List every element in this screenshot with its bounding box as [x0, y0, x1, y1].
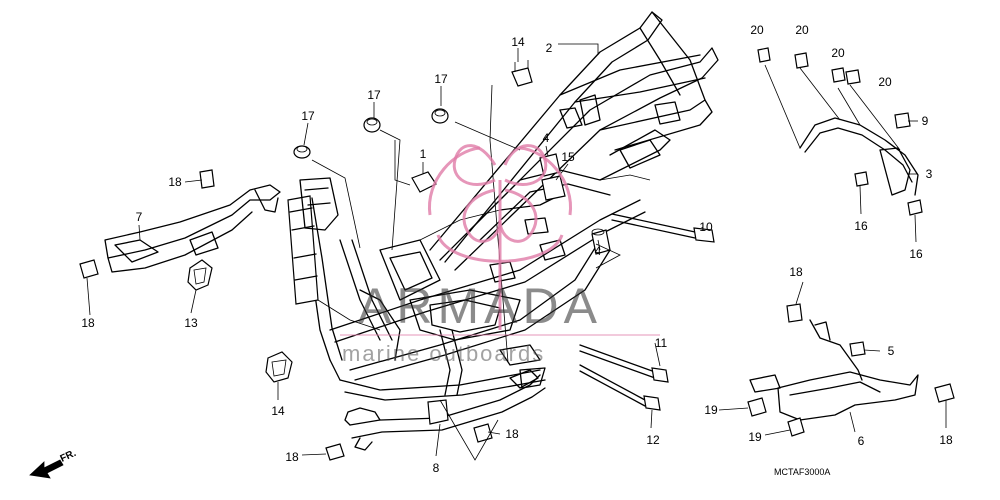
nut-parts-9-16	[854, 112, 923, 216]
collar-parts-4-15	[539, 153, 611, 255]
callout-label: 20	[831, 46, 845, 60]
callout-labels: 1234456789101112131414151616171717181818…	[81, 23, 953, 475]
callout-label: 18	[168, 175, 182, 189]
callout-label: 16	[854, 219, 868, 233]
callout-label: 13	[184, 316, 198, 330]
watermark: ARMADA marine outboards	[340, 144, 660, 366]
frame-body	[287, 11, 719, 401]
callout-label: 19	[748, 430, 762, 444]
callout-label: 6	[858, 434, 865, 448]
callout-label: 4	[595, 244, 602, 258]
callout-label: 10	[699, 220, 713, 234]
callout-label: 8	[433, 461, 440, 475]
callout-label: 5	[888, 344, 895, 358]
bolt-part-10	[611, 213, 715, 243]
bracket-part-7	[104, 184, 281, 273]
callout-label: 17	[367, 88, 381, 102]
callout-label: 15	[561, 150, 575, 164]
callout-label: 18	[285, 450, 299, 464]
callout-label: 9	[922, 114, 929, 128]
bracket-part-13	[187, 259, 213, 291]
callout-label: 20	[878, 75, 892, 89]
callout-label: 18	[505, 427, 519, 441]
callout-label: 18	[81, 316, 95, 330]
watermark-brand: ARMADA	[358, 278, 602, 334]
watermark-tagline: marine outboards	[342, 341, 545, 366]
callout-label: 16	[909, 247, 923, 261]
callout-label: 20	[795, 23, 809, 37]
fasteners-right	[747, 303, 955, 437]
callout-label: 4	[543, 131, 550, 145]
clamp-part-14-top	[511, 60, 533, 87]
front-marker: FR.	[29, 448, 78, 479]
callout-label: 11	[655, 336, 668, 350]
rubber-parts-17	[293, 108, 449, 159]
callout-label: 1	[420, 147, 427, 161]
callout-label: 14	[271, 404, 285, 418]
front-arrow-icon	[29, 459, 64, 479]
callout-label: 12	[646, 433, 660, 447]
bolt-parts-11-12	[579, 344, 669, 411]
leader-lines	[86, 43, 947, 461]
callout-label: 3	[926, 167, 933, 181]
stand-part-8	[344, 369, 546, 451]
callout-label: 7	[136, 210, 143, 224]
callout-label: 14	[511, 35, 525, 49]
callout-label: 2	[546, 41, 553, 55]
front-label: FR.	[59, 448, 78, 465]
callout-label: 17	[301, 109, 315, 123]
stay-part-3	[764, 64, 919, 196]
callout-label: 18	[789, 265, 803, 279]
bracket-part-14-lower	[265, 351, 293, 383]
callout-label: 20	[750, 23, 764, 37]
diagram-code: MCTAF3000A	[774, 467, 830, 477]
callout-label: 18	[939, 433, 953, 447]
stay-part-6	[749, 319, 919, 421]
callout-label: 19	[704, 403, 718, 417]
bolt-parts-20	[757, 47, 861, 85]
brand-logo	[427, 144, 573, 330]
callout-label: 17	[434, 72, 448, 86]
